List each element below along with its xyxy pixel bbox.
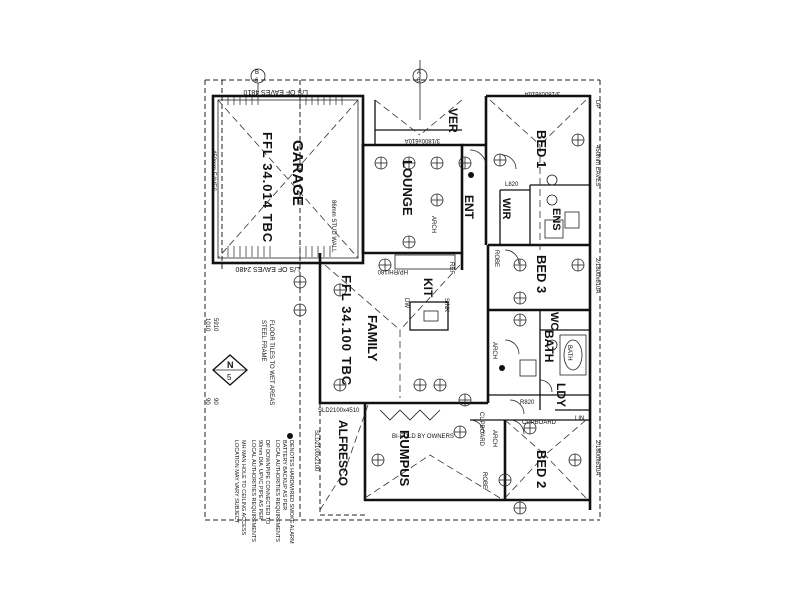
left-dimensions: 5910 1010 90 90: [204, 318, 218, 405]
family-ffl: FFL 34.100 TBC: [339, 275, 354, 386]
cupboard1-label: CUPBOARD: [478, 412, 484, 447]
ldy-label: LDY: [554, 383, 568, 407]
note-line-4: DP DOWNPIPE CONNECTED TO: [264, 440, 270, 525]
wc-label: WC: [548, 312, 560, 330]
bifold-label: BI-FOLD BY OWNERS: [392, 434, 454, 440]
sliding-family-label: SLD2100x4510: [318, 408, 360, 414]
window-bed3-label: 2/1800x610A: [594, 258, 600, 293]
window-bed2-label: 2/1800x610A: [594, 440, 600, 475]
ver-label: VER: [446, 108, 460, 133]
sliding-alfresco-label: SLD2100x2100: [313, 430, 319, 472]
rumpus-label: RUMPUS: [397, 430, 412, 487]
smoke-alarm-icon: [287, 433, 293, 439]
smoke-alarm-icon: [499, 365, 505, 371]
annotations: 3/1800x610A 3/1800x610A 450mm EAVES DP 2…: [313, 90, 600, 489]
note-line-5: 90mm DIA. UPVC PIPE AS PER: [257, 440, 263, 520]
robe1-label: ROBE: [493, 250, 499, 267]
dim-3: 90: [212, 398, 218, 405]
cupboard2-label: CUPBOARD: [522, 420, 557, 426]
lounge-wall-label: 86mm STUD WALL: [330, 200, 336, 253]
section-marker-garage-letter: B: [255, 70, 259, 76]
steel-frame-note: STEEL FRAME: [260, 320, 266, 361]
garage-block: L/S OF EAVES 4810 L/S OF EAVES 2480 450m…: [210, 88, 365, 272]
section-marker-center: A 6: [412, 60, 428, 120]
kitchen-bench: HP/RH/180 REF DW SINK: [377, 254, 456, 331]
note-line-3: LOCAL AUTHORITIES REQUIREMENTS: [274, 440, 280, 542]
bathroom-fixtures: BATH: [519, 174, 587, 377]
window-lounge-label: 3/1800x610A: [405, 137, 440, 143]
smoke-alarm-icon: [468, 172, 474, 178]
north-compass: N 5: [212, 354, 248, 386]
sink-label: SINK: [443, 298, 449, 312]
window-bed1-label: 3/1800x610A: [525, 90, 560, 96]
note-line-1: DENOTES HARDWIRED SMOKE ALARM: [288, 440, 294, 544]
lin-label: LIN: [575, 416, 584, 422]
hp-rh-label: HP/RH/180: [377, 268, 408, 274]
ref-label: REF: [448, 262, 454, 274]
door-swings: [379, 149, 553, 435]
eaves-bed1-label: 450mm EAVES: [594, 145, 600, 186]
note-line-8: LOCATION MAY VARY SUBJECT: [233, 440, 239, 524]
dimension-lines: [204, 79, 601, 521]
bed1-label: BED 1: [534, 130, 549, 168]
floor-tiles-note: FLOOR TILES TO WET AREAS: [268, 320, 274, 405]
roof-lines: [319, 99, 587, 511]
house-walls: [318, 94, 592, 516]
eaves-garage-bottom: L/S OF EAVES 2480: [235, 265, 300, 272]
alfresco-label: ALFRESCO: [336, 420, 350, 486]
bath-label: BATH: [542, 330, 556, 362]
garage-ffl: FFL 34.014 TBC: [260, 132, 275, 243]
eaves-garage-side: 450mm EAVES: [210, 150, 216, 191]
legend-notes: DENOTES HARDWIRED SMOKE ALARM BATTERY BA…: [233, 440, 294, 544]
dim-1: 5910: [212, 318, 218, 332]
arch-rumpus-label: ARCH: [491, 430, 497, 447]
eaves-garage-top: L/S OF EAVES 4810: [243, 88, 308, 95]
ent-label: ENT: [462, 195, 476, 220]
note-line-7: MH MAN HOLE TO CEILING ACCESS: [240, 440, 246, 535]
dp-label: DP: [594, 100, 600, 108]
bed2-label: BED 2: [534, 450, 549, 488]
robe2-label: ROBE: [481, 472, 487, 489]
family-label: FAMILY: [365, 315, 380, 362]
arch-kit-label: ARCH: [491, 342, 497, 359]
note-line-2: BATTERY BACKUP AS PER: [281, 440, 287, 510]
l820-label: L820: [505, 182, 519, 188]
note-line-6: LOCAL AUTHORITIES REQUIREMENTS: [250, 440, 256, 542]
section-marker-garage-number: 6: [255, 78, 259, 84]
bath-fixture-label: BATH: [566, 345, 572, 361]
garage-label: GARAGE: [289, 140, 306, 206]
r820-label: R820: [520, 400, 535, 406]
ens-label: ENS: [550, 208, 562, 231]
room-labels: LOUNGE VER ENT BED 1 ENS WIR BED 3 WC BA…: [336, 108, 568, 488]
lounge-label: LOUNGE: [400, 160, 415, 216]
dw-label: DW: [403, 298, 409, 308]
dim-4: 90: [204, 398, 210, 405]
compass-number: 5: [227, 373, 232, 382]
dim-2: 1010: [204, 318, 210, 332]
arch-lounge-label: ARCH: [430, 216, 436, 233]
frame-notes: STEEL FRAME FLOOR TILES TO WET AREAS: [260, 320, 274, 405]
wir-label: WIR: [500, 198, 512, 219]
light-fittings: [287, 133, 585, 515]
bed3-label: BED 3: [534, 255, 549, 293]
section-marker-center-number: 6: [417, 78, 421, 84]
compass-north-letter: N: [227, 360, 234, 370]
section-marker-garage: B 6: [250, 68, 266, 96]
kit-label: KIT: [421, 278, 435, 298]
section-marker-center-letter: A: [417, 70, 421, 76]
